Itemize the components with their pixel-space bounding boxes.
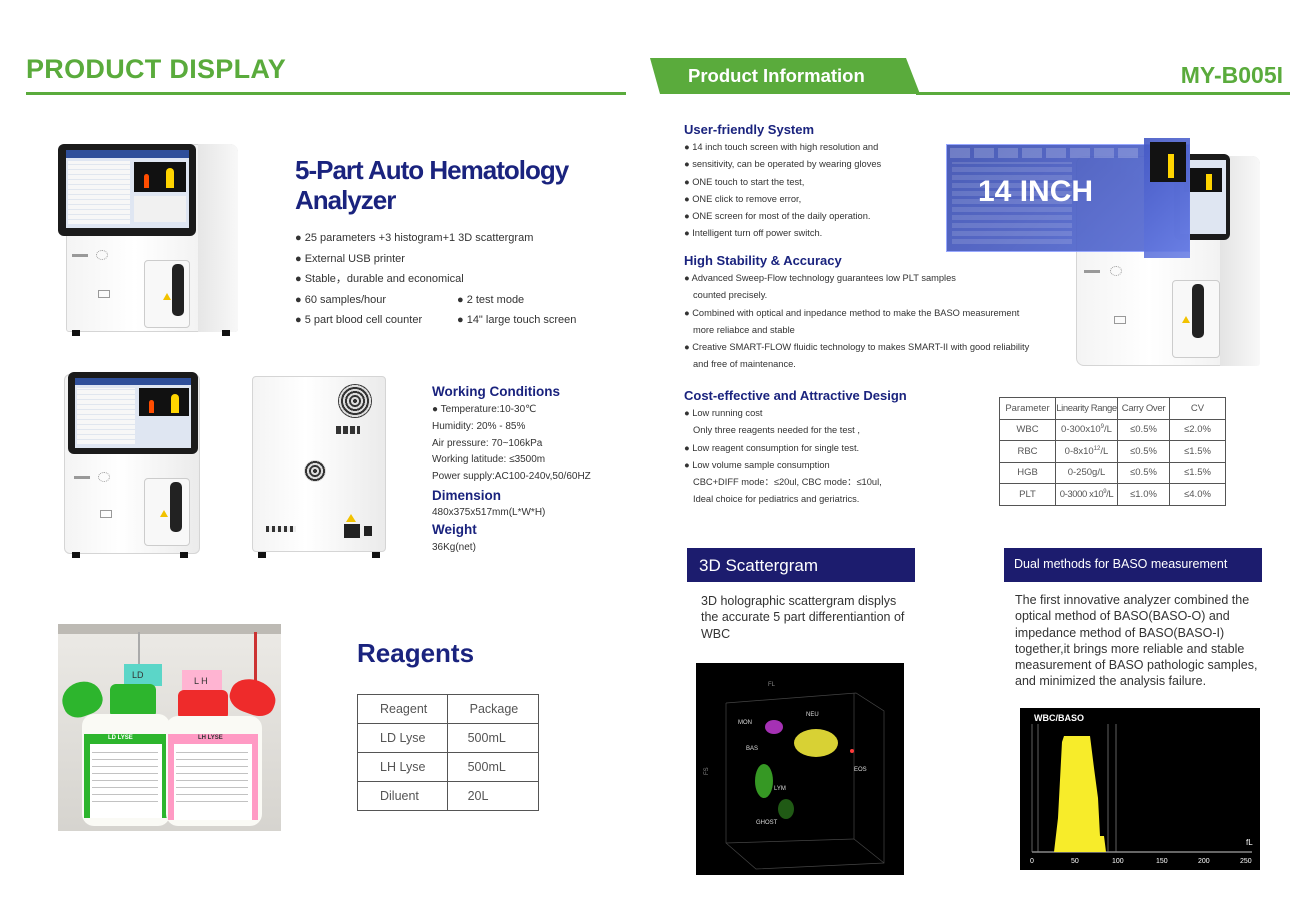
table-row: HGB 0-250g/L ≤0.5% ≤1.5%	[999, 461, 1226, 484]
svg-text:NEU: NEU	[806, 712, 819, 718]
scattergram-image: FL MON NEU BAS EOS LYM GHOST FS	[696, 663, 904, 875]
working-conditions-heading: Working Conditions	[432, 384, 560, 399]
section-tab-title: Product Information	[688, 65, 865, 86]
feature-list: ● 25 parameters +3 histogram+1 3D scatte…	[295, 231, 576, 334]
svg-text:EOS: EOS	[854, 767, 867, 773]
svg-text:0: 0	[1030, 858, 1034, 865]
weight-value: 36Kg(net)	[432, 542, 476, 553]
feature-item: ● External USB printer	[295, 252, 405, 265]
table-row: WBC 0-300x109/L ≤0.5% ≤2.0%	[999, 418, 1226, 441]
table-row: RBC 0-8x1012/L ≤0.5% ≤1.5%	[999, 440, 1226, 463]
baso-description: The first innovative analyzer combined t…	[1015, 593, 1258, 689]
svg-text:200: 200	[1198, 858, 1210, 865]
product-name: 5-Part Auto Hematology Analyzer	[295, 155, 569, 215]
reagents-table: Reagent Package LD Lyse 500mL LH Lyse 50…	[357, 694, 540, 811]
table-row: LD Lyse 500mL	[357, 723, 540, 753]
screen-size-badge: 14 INCH	[978, 175, 1094, 208]
svg-text:LYM: LYM	[774, 786, 786, 792]
stability-heading: High Stability & Accuracy	[684, 253, 842, 268]
working-conditions-list: ● Temperature:10-30℃ Humidity: 20% - 85%…	[432, 404, 591, 483]
svg-text:100: 100	[1112, 858, 1124, 865]
svg-text:150: 150	[1156, 858, 1168, 865]
user-friendly-heading: User-friendly System	[684, 122, 815, 137]
feature-item: ● 25 parameters +3 histogram+1 3D scatte…	[295, 232, 534, 244]
svg-text:fL: fL	[1246, 838, 1253, 847]
reagents-heading: Reagents	[357, 638, 475, 668]
user-friendly-list: ● 14 inch touch screen with high resolut…	[684, 142, 882, 239]
cost-heading: Cost-effective and Attractive Design	[684, 388, 907, 403]
title-divider	[26, 92, 626, 95]
svg-text:GHOST: GHOST	[756, 820, 778, 826]
svg-text:FL: FL	[768, 682, 776, 688]
weight-heading: Weight	[432, 522, 477, 537]
table-row: Diluent 20L	[357, 781, 540, 811]
table-header-row: Parameter Linearity Range Carry Over CV	[999, 397, 1226, 420]
svg-text:MON: MON	[738, 720, 752, 726]
feature-item-pair: ● 60 samples/hour ● 2 test mode	[295, 293, 525, 306]
reagent-bottles-image: LD LD LYSE L H LH LYSE	[58, 624, 281, 831]
scattergram-heading: 3D Scattergram	[687, 548, 915, 582]
feature-item: ● Stable，durable and economical	[295, 273, 464, 285]
svg-text:FS: FS	[704, 767, 710, 775]
page-title: PRODUCT DISPLAY	[26, 54, 287, 84]
baso-heading: Dual methods for BASO measurement	[1004, 548, 1262, 582]
model-number: MY-B005I	[1180, 62, 1283, 88]
stability-list: ● Advanced Sweep-Flow technology guarant…	[684, 273, 1030, 370]
section-tab-shape	[650, 58, 920, 94]
table-header-row: Reagent Package	[357, 694, 540, 724]
touch-screen-image: 14 INCH	[944, 120, 1264, 370]
dimension-heading: Dimension	[432, 488, 502, 503]
table-row: LH Lyse 500mL	[357, 752, 540, 782]
feature-item-pair: ● 5 part blood cell counter ● 14" large …	[295, 314, 577, 326]
svg-text:WBC/BASO: WBC/BASO	[1034, 713, 1084, 723]
title-divider	[916, 92, 1290, 95]
baso-histogram-plot: WBC/BASO fL 0 50 100 150 200 250	[1030, 713, 1253, 865]
scattergram-description: 3D holographic scattergram displys the a…	[701, 594, 905, 641]
analyzer-back-image	[252, 376, 386, 560]
table-row: PLT 0-3000 x109/L ≤1.0% ≤4.0%	[999, 483, 1226, 506]
svg-text:50: 50	[1071, 858, 1079, 865]
scattergram-plot: FL MON NEU BAS EOS LYM GHOST FS	[704, 682, 885, 870]
svg-text:250: 250	[1240, 858, 1252, 865]
baso-histogram-image: WBC/BASO fL 0 50 100 150 200 250	[1020, 708, 1260, 870]
analyzer-front-small-image	[62, 370, 202, 560]
svg-text:BAS: BAS	[746, 746, 758, 752]
analyzer-front-image	[58, 140, 240, 340]
performance-spec-table: Parameter Linearity Range Carry Over CV …	[999, 397, 1226, 506]
cost-list: ● Low running cost Only three reagents n…	[684, 408, 882, 505]
dimension-value: 480x375x517mm(L*W*H)	[432, 507, 546, 518]
